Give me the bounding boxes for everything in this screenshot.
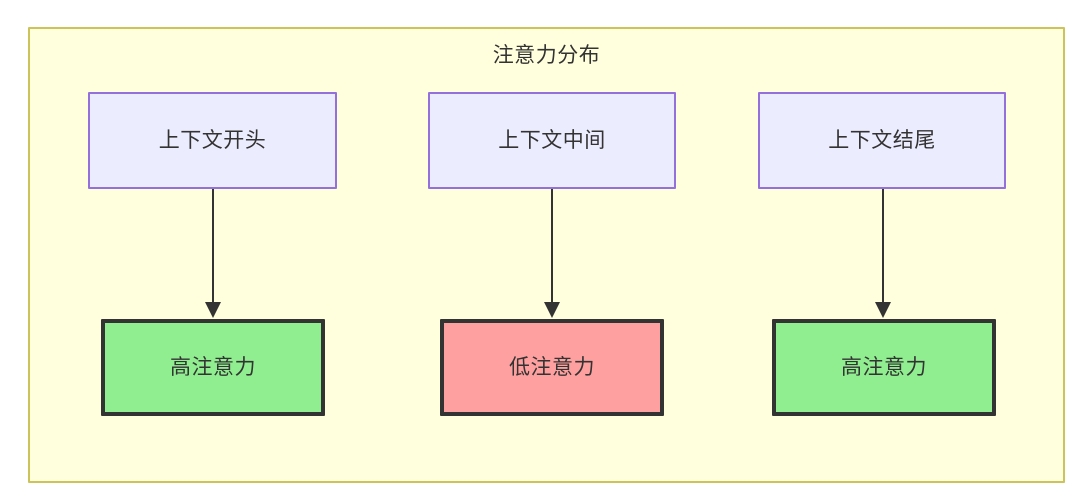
node-context-end[interactable]: 上下文结尾 xyxy=(758,92,1006,189)
node-context-start-label: 上下文开头 xyxy=(158,128,267,152)
node-attention-middle-label: 低注意力 xyxy=(509,355,595,379)
node-context-end-label: 上下文结尾 xyxy=(828,128,936,152)
node-attention-end[interactable]: 高注意力 xyxy=(772,319,996,416)
node-attention-end-label: 高注意力 xyxy=(841,355,927,379)
node-attention-start-label: 高注意力 xyxy=(170,355,256,379)
node-context-start[interactable]: 上下文开头 xyxy=(88,92,337,189)
node-attention-start[interactable]: 高注意力 xyxy=(101,319,325,416)
node-attention-middle[interactable]: 低注意力 xyxy=(440,319,664,416)
node-context-middle[interactable]: 上下文中间 xyxy=(428,92,676,189)
node-context-middle-label: 上下文中间 xyxy=(498,128,606,152)
diagram-title: 注意力分布 xyxy=(492,44,601,67)
